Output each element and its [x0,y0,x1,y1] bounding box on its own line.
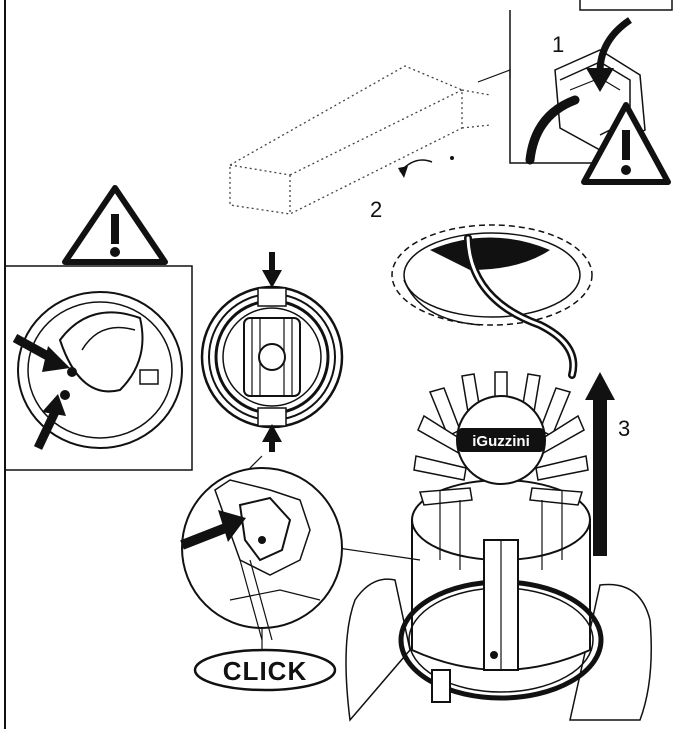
driver-dot [450,156,454,160]
brand-label: iGuzzini [472,433,530,450]
arrow-icon [585,372,615,556]
ring-top-view [200,252,344,452]
warning-triangle-icon [581,102,671,185]
luminaire: iGuzzini [345,371,652,722]
step-2-label: 2 [370,197,382,222]
top-right-box [579,0,673,11]
warning-triangle-icon [62,185,168,265]
ceiling-hole [391,224,593,326]
click-badge: CLICK [193,628,337,692]
ring-inset-box [5,265,193,471]
clip-detail-magnified [180,455,421,641]
driver-box-dotted [229,65,491,215]
step-3-label: 3 [618,416,630,441]
inset-pointer [477,69,511,83]
step-1-label: 1 [552,32,564,57]
rotate-arrow-head [398,166,408,178]
click-label: CLICK [223,656,307,686]
